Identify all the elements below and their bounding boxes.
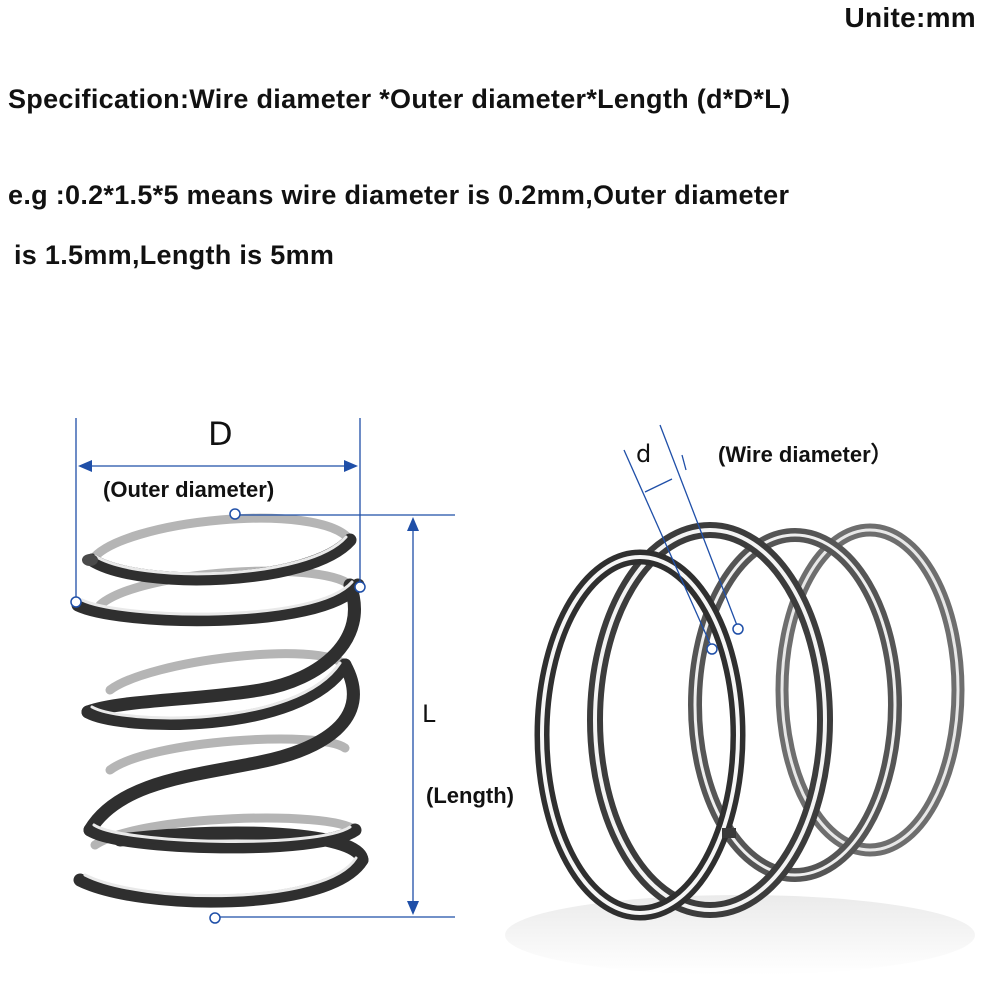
spring-wire-end <box>82 554 98 566</box>
marker-outer-right <box>354 581 366 593</box>
arrowhead-down <box>407 901 419 915</box>
wire-diameter-tick <box>681 454 687 471</box>
wire-diameter-symbol: d <box>636 440 652 468</box>
unit-label: Unite:mm <box>844 2 976 33</box>
cylindrical-spring-illustration <box>505 522 975 975</box>
spring-front-coils <box>71 533 369 908</box>
arrowhead-up <box>407 517 419 531</box>
length-symbol: L <box>422 700 436 728</box>
arrowhead-left <box>78 460 92 472</box>
left-dimension-lines <box>75 418 455 918</box>
example-text-line-1: e.g :0.2*1.5*5 means wire diameter is 0.… <box>8 180 790 210</box>
arrowhead-right <box>344 460 358 472</box>
spring-back-rings <box>688 523 965 882</box>
wire-diameter-arrow-line <box>644 478 673 493</box>
wire-diameter-label: (Wire diameter） <box>718 442 893 467</box>
marker-top <box>229 508 241 520</box>
outer-diameter-label: (Outer diameter) <box>103 477 275 502</box>
marker-outer-left <box>70 596 82 608</box>
marker-bottom <box>209 912 221 924</box>
outer-diameter-symbol: D <box>208 415 233 453</box>
length-label: (Length) <box>426 783 514 808</box>
specification-text: Specification:Wire diameter *Outer diame… <box>8 84 791 114</box>
spring-wire-end <box>722 828 736 838</box>
right-dimension-lines <box>623 424 739 649</box>
wire-diameter-extension-1 <box>623 449 713 649</box>
example-text-line-2: is 1.5mm,Length is 5mm <box>14 240 335 270</box>
right-markers <box>706 623 744 655</box>
spring-front-rings <box>534 522 833 921</box>
marker-wire-inner <box>706 643 718 655</box>
left-markers <box>70 508 366 924</box>
conical-spring-illustration <box>71 513 369 908</box>
wire-diameter-extension-2 <box>659 424 739 629</box>
left-arrowheads <box>78 460 419 915</box>
marker-wire-outer <box>732 623 744 635</box>
